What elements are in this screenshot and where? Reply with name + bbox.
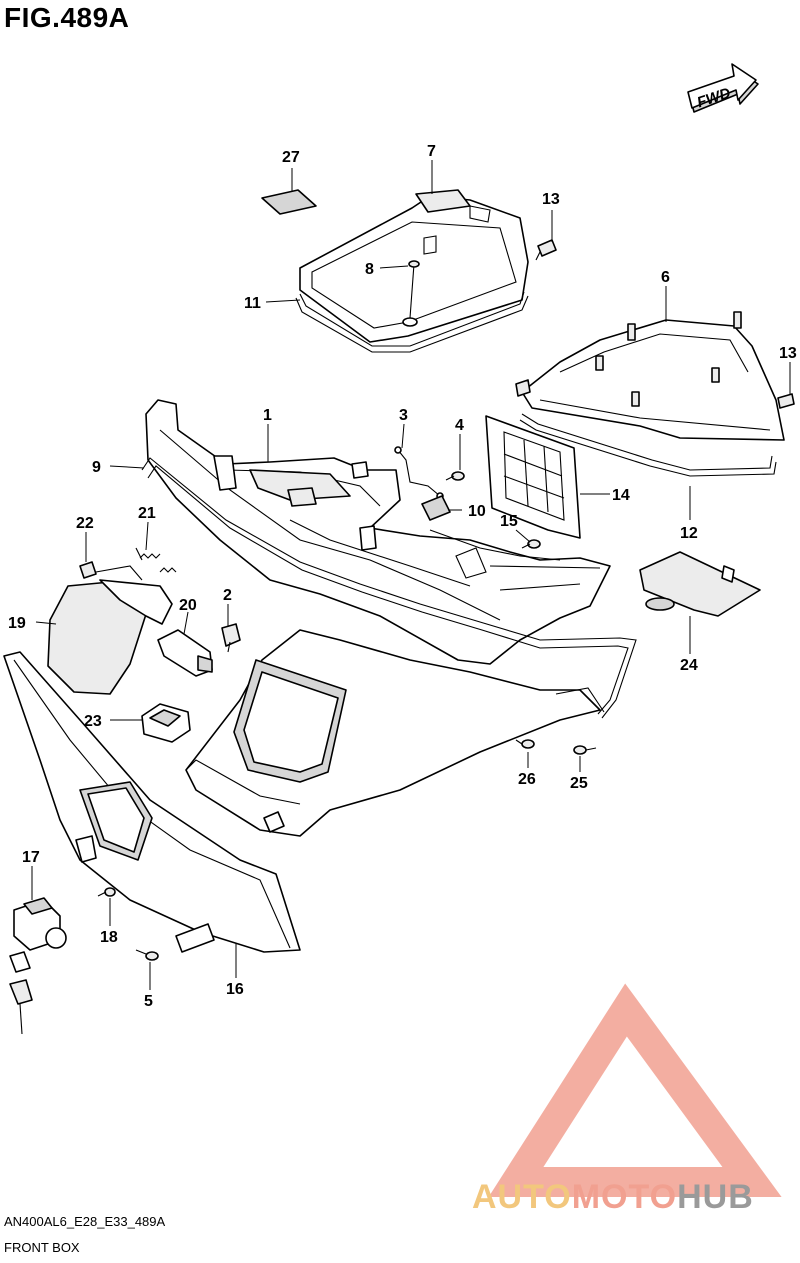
callout-13-right: 13 [779, 345, 797, 362]
callout-10: 10 [468, 503, 486, 520]
callout-24: 24 [680, 657, 698, 674]
callout-19: 19 [8, 615, 26, 632]
part-27-label-sticker [261, 189, 317, 215]
callout-14: 14 [612, 487, 630, 504]
part-11-lid-seal [295, 291, 529, 353]
part-24-small-cover [639, 551, 761, 617]
watermark-word-auto: AUTO [472, 1178, 572, 1216]
callout-15: 15 [500, 513, 518, 530]
callout-7: 7 [427, 143, 436, 160]
part-21-springs [135, 547, 177, 573]
part-inner-lower-panel [185, 629, 605, 837]
watermark-logo: AUTOMOTOHUB [472, 1178, 754, 1217]
part-19-lid-flap [47, 565, 173, 695]
part-17-lock-set [9, 897, 67, 1035]
part-14-grille-plate [485, 415, 581, 539]
part-5-screw [135, 949, 159, 961]
part-15-screw [521, 539, 541, 549]
callout-12: 12 [680, 525, 698, 542]
callout-16: 16 [226, 981, 244, 998]
watermark-word-moto: MOTO [571, 1178, 678, 1216]
diagram-code: AN400AL6_E28_E33_489A [4, 1214, 166, 1229]
callout-4: 4 [455, 417, 464, 434]
part-25-screw [573, 745, 597, 755]
callout-17: 17 [22, 849, 40, 866]
callout-5: 5 [144, 993, 153, 1010]
part-9-seal-strip [141, 457, 637, 719]
callout-numbers: 27 7 13 8 11 6 13 1 3 4 9 10 14 12 15 22… [8, 143, 797, 1010]
part-26-screw [515, 739, 535, 749]
figure-title: FIG.489A [4, 2, 130, 33]
callout-22: 22 [76, 515, 94, 532]
part-1-front-box [145, 399, 611, 665]
part-12-cover-seal [519, 413, 777, 477]
part-13-screw-upper [535, 239, 557, 261]
part-22-clip [79, 561, 97, 579]
part-10-pad [421, 495, 451, 521]
watermark-word-hub: HUB [677, 1178, 754, 1216]
callout-1: 1 [263, 407, 272, 424]
callout-20: 20 [179, 597, 197, 614]
part-13-screw-right [777, 393, 795, 409]
callout-23: 23 [84, 713, 102, 730]
watermark-triangle [488, 983, 782, 1197]
callout-26: 26 [518, 771, 536, 788]
callout-3: 3 [399, 407, 408, 424]
fwd-arrow-badge: FWD [687, 63, 759, 113]
part-4-screw [445, 471, 465, 481]
callout-25: 25 [570, 775, 588, 792]
callout-21: 21 [138, 505, 156, 522]
callout-6: 6 [661, 269, 670, 286]
part-20-latch [157, 629, 213, 677]
part-3-wire-bracket [394, 446, 444, 500]
leader-lines [31, 160, 791, 990]
callout-11: 11 [244, 295, 261, 312]
part-2-clip [221, 623, 241, 653]
part-8-screw [402, 260, 420, 327]
part-23-button [141, 703, 191, 743]
part-18-screw [97, 887, 116, 897]
callout-13-upper: 13 [542, 191, 560, 208]
callout-18: 18 [100, 929, 118, 946]
callout-9: 9 [92, 459, 101, 476]
diagram-caption: FRONT BOX [4, 1240, 80, 1255]
callout-8: 8 [365, 261, 374, 278]
part-6-inner-cover [515, 311, 785, 441]
callout-2: 2 [223, 587, 232, 604]
part-16-front-panel [3, 651, 301, 953]
callout-27: 27 [282, 149, 300, 166]
